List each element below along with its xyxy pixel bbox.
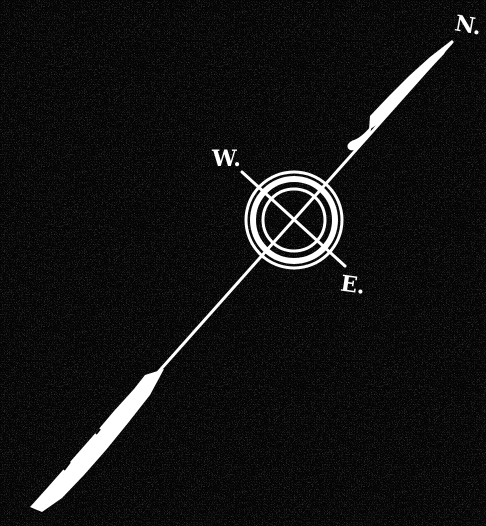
north-label: N. <box>453 10 483 40</box>
west-label: W. <box>211 146 241 172</box>
east-label: E. <box>339 271 367 300</box>
